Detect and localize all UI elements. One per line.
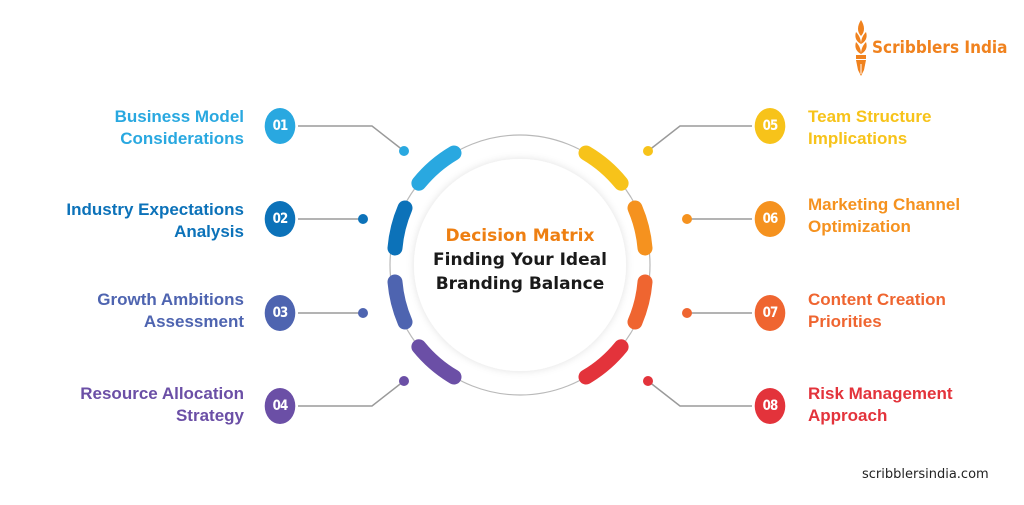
center-title: Decision Matrix	[445, 226, 595, 246]
item-03-line2: Assessment	[143, 312, 244, 331]
item-02-number-badge: 02	[264, 201, 296, 237]
fountain-pen-wheat-icon	[855, 20, 867, 76]
item-02-label: Industry Expectations Analysis	[4, 199, 244, 243]
center-subtitle-line1: Finding Your Ideal	[433, 250, 607, 270]
segment-03	[387, 274, 413, 330]
item-06-line1: Marketing Channel	[808, 195, 961, 214]
item-05-line1: Team Structure	[808, 107, 932, 126]
item-07-line1: Content Creation	[808, 290, 946, 309]
item-08-number-badge: 08	[754, 388, 786, 424]
item-01-line2: Considerations	[120, 129, 244, 148]
item-08-line1: Risk Management	[808, 384, 953, 403]
center-circle	[414, 159, 626, 371]
item-06-number-badge: 06	[754, 201, 786, 237]
item-01-line1: Business Model	[114, 107, 244, 126]
item-04-line1: Resource Allocation	[80, 384, 244, 403]
item-08-label: Risk Management Approach	[808, 383, 1008, 427]
item-05-label: Team Structure Implications	[808, 106, 1008, 150]
segment-01	[411, 145, 462, 191]
item-05-number-badge: 05	[754, 108, 786, 144]
item-06-label: Marketing Channel Optimization	[808, 194, 1008, 238]
item-03-label: Growth Ambitions Assessment	[4, 289, 244, 333]
segment-06	[627, 200, 653, 256]
center-subtitle-line2: Branding Balance	[435, 274, 605, 294]
item-01-number-badge: 01	[264, 108, 296, 144]
item-01-label: Business Model Considerations	[4, 106, 244, 150]
segment-04	[411, 339, 462, 385]
center-heading: Decision Matrix Finding Your Ideal Brand…	[415, 224, 625, 296]
item-04-label: Resource Allocation Strategy	[4, 383, 244, 427]
brand-logo: Scribblers India	[852, 16, 1023, 80]
item-02-line2: Analysis	[174, 222, 244, 241]
item-08-line2: Approach	[808, 406, 888, 425]
item-05-line2: Implications	[808, 129, 908, 148]
item-07-line2: Priorities	[808, 312, 882, 331]
item-04-line2: Strategy	[175, 406, 244, 425]
segment-07	[627, 274, 653, 330]
item-03-line1: Growth Ambitions	[97, 290, 244, 309]
connector-01	[298, 125, 405, 152]
website-url: scribblersindia.com	[862, 467, 989, 482]
item-03-number-badge: 03	[264, 295, 296, 331]
item-06-line2: Optimization	[808, 217, 911, 236]
segment-08	[578, 339, 629, 385]
segment-05	[578, 145, 629, 191]
connector-08	[647, 380, 752, 407]
connector-05	[647, 125, 752, 152]
item-02-line1: Industry Expectations	[66, 200, 244, 219]
item-07-number-badge: 07	[754, 295, 786, 331]
item-04-number-badge: 04	[264, 388, 296, 424]
item-07-label: Content Creation Priorities	[808, 289, 1008, 333]
brand-name: Scribblers India	[872, 38, 1008, 58]
connector-04	[298, 380, 405, 407]
segment-02	[387, 200, 413, 256]
